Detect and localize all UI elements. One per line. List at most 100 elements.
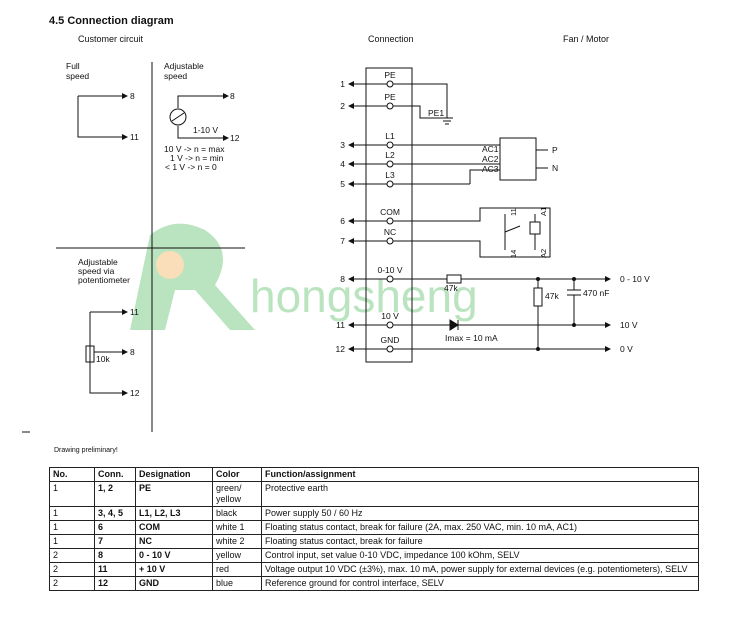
cell-no: 2 (49, 548, 95, 563)
pot-value: 10k (96, 354, 110, 364)
p-label: P (552, 145, 558, 155)
adjustable-speed-label-1: Adjustable (164, 61, 204, 71)
cell-function: Protective earth (261, 481, 699, 507)
ac1-label: AC1 (482, 144, 499, 154)
cell-color: red (212, 562, 262, 577)
cell-no: 2 (49, 576, 95, 591)
speed-rule-1: 10 V -> n = max (164, 144, 225, 154)
cell-conn: 1, 2 (94, 481, 136, 507)
capacitor-label: 470 nF (583, 288, 609, 298)
header-customer-circuit: Customer circuit (78, 34, 144, 44)
header-connection: Connection (368, 34, 414, 44)
connection-table: No. Conn. Designation Color Function/ass… (49, 467, 699, 591)
terminal-8-full: 8 (130, 91, 135, 101)
box-labels: PE PE L1 L2 L3 COM NC 0-10 V 10 V GND (377, 70, 402, 345)
cell-no: 1 (49, 481, 95, 507)
cell-conn: 3, 4, 5 (94, 506, 136, 521)
svg-text:L2: L2 (385, 150, 395, 160)
cell-designation: NC (135, 534, 213, 549)
svg-text:11: 11 (336, 320, 345, 330)
relay-14: 14 (509, 250, 518, 258)
svg-text:NC: NC (384, 227, 396, 237)
range-label: 1-10 V (193, 125, 218, 135)
svg-text:0-10 V: 0-10 V (377, 265, 402, 275)
cell-color: blue (212, 576, 262, 591)
resistor2-label: 47k (545, 291, 559, 301)
cell-designation: L1, L2, L3 (135, 506, 213, 521)
svg-text:PE: PE (384, 70, 396, 80)
output-0-10v: 0 - 10 V (620, 274, 650, 284)
cell-color: black (212, 506, 262, 521)
cell-function: Floating status contact, break for failu… (261, 520, 699, 535)
cell-designation: 0 - 10 V (135, 548, 213, 563)
adjustable-speed-label-2: speed (164, 71, 187, 81)
full-speed-label-1: Full (66, 61, 80, 71)
terminal-12-pot: 12 (130, 388, 140, 398)
ac3-label: AC3 (482, 164, 499, 174)
connection-diagram: hongsheng (22, 61, 650, 433)
cell-designation: + 10 V (135, 562, 213, 577)
svg-text:GND: GND (381, 335, 400, 345)
n-label: N (552, 163, 558, 173)
cell-function: Voltage output 10 VDC (±3%), max. 10 mA,… (261, 562, 699, 577)
terminal-lines (348, 81, 388, 352)
svg-text:2: 2 (340, 101, 345, 111)
svg-text:8: 8 (340, 274, 345, 284)
cell-no: 1 (49, 506, 95, 521)
col-color: Color (212, 467, 262, 482)
terminal-12-adjust: 12 (230, 133, 240, 143)
watermark-text: hongsheng (250, 270, 478, 322)
cell-conn: 7 (94, 534, 136, 549)
cell-color: yellow (212, 548, 262, 563)
pot-label-2: speed via (78, 266, 115, 276)
header-fan-motor: Fan / Motor (563, 34, 610, 44)
cell-color: white 2 (212, 534, 262, 549)
terminal-8-pot: 8 (130, 347, 135, 357)
cell-function: Reference ground for control interface, … (261, 576, 699, 591)
svg-text:PE: PE (384, 92, 396, 102)
cell-color: white 1 (212, 520, 262, 535)
imax-label: Imax = 10 mA (445, 333, 498, 343)
svg-text:COM: COM (380, 207, 400, 217)
col-no: No. (49, 467, 95, 482)
svg-text:6: 6 (340, 216, 345, 226)
svg-text:10 V: 10 V (381, 311, 399, 321)
pot-label-1: Adjustable (78, 257, 118, 267)
terminal-numbers: 1 2 3 4 5 6 7 8 11 12 (336, 79, 346, 354)
section-title: 4.5 Connection diagram (49, 15, 174, 27)
output-10v: 10 V (620, 320, 638, 330)
terminal-8-adjust: 8 (230, 91, 235, 101)
terminal-11-pot: 11 (130, 307, 139, 317)
speed-rule-2: 1 V -> n = min (170, 153, 224, 163)
col-conn: Conn. (94, 467, 136, 482)
svg-text:12: 12 (336, 344, 346, 354)
cell-designation: PE (135, 481, 213, 507)
pe1-label: PE1 (428, 108, 444, 118)
speed-rule-3: < 1 V -> n = 0 (165, 162, 217, 172)
cell-designation: GND (135, 576, 213, 591)
svg-text:L3: L3 (385, 170, 395, 180)
ac2-label: AC2 (482, 154, 499, 164)
table-header-row: No. Conn. Designation Color Function/ass… (49, 467, 699, 482)
svg-text:5: 5 (340, 179, 345, 189)
svg-text:1: 1 (340, 79, 345, 89)
cell-color: green/ yellow (212, 481, 262, 507)
col-designation: Designation (135, 467, 213, 482)
output-0v: 0 V (620, 344, 633, 354)
cell-conn: 6 (94, 520, 136, 535)
svg-text:L1: L1 (385, 131, 395, 141)
cell-function: Floating status contact, break for failu… (261, 534, 699, 549)
terminal-11-full: 11 (130, 132, 139, 142)
cell-no: 2 (49, 562, 95, 577)
cell-function: Control input, set value 0-10 VDC, imped… (261, 548, 699, 563)
cell-no: 1 (49, 520, 95, 535)
cell-conn: 8 (94, 548, 136, 563)
svg-text:4: 4 (340, 159, 345, 169)
